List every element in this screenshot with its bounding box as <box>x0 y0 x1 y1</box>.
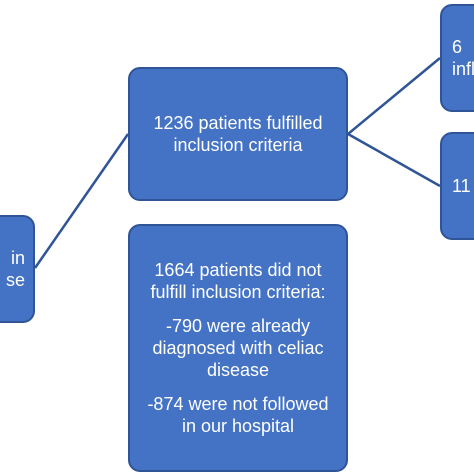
not-fulfilled-criteria-box: 1664 patients did not fulfill inclusion … <box>128 224 348 472</box>
not-fulfilled-header-line-2: fulfill inclusion criteria: <box>150 282 326 302</box>
connector-fulfilled-to-mid-right <box>347 132 441 188</box>
fulfilled-criteria-box: 1236 patients fulfilled inclusion criter… <box>128 67 348 201</box>
mid-right-box-line-1: 11 <box>452 176 471 196</box>
reason-1-line-1: -790 were already <box>165 316 311 336</box>
not-fulfilled-header-line-1: 1664 patients did not <box>154 260 322 280</box>
fulfilled-box-line-2: inclusion criteria <box>173 135 303 155</box>
top-right-box: 6 infl <box>440 4 474 112</box>
reason-2-line-2: in our hospital <box>181 416 295 436</box>
root-box: in se <box>0 215 35 323</box>
reason-1-line-3: disease <box>206 360 270 380</box>
connector-root-to-fulfilled <box>33 133 130 269</box>
root-box-line-2: se <box>5 270 25 290</box>
top-right-box-line-1: 6 <box>452 37 463 57</box>
root-box-line-1: in <box>10 248 25 268</box>
fulfilled-box-line-1: 1236 patients fulfilled <box>153 113 323 133</box>
reason-2-line-1: -874 were not followed <box>147 394 329 414</box>
top-right-box-line-2: infl <box>452 59 474 79</box>
mid-right-box: 11 <box>440 132 474 240</box>
connector-fulfilled-to-top-right <box>347 57 441 135</box>
reason-1-line-2: diagnosed with celiac <box>152 338 324 358</box>
